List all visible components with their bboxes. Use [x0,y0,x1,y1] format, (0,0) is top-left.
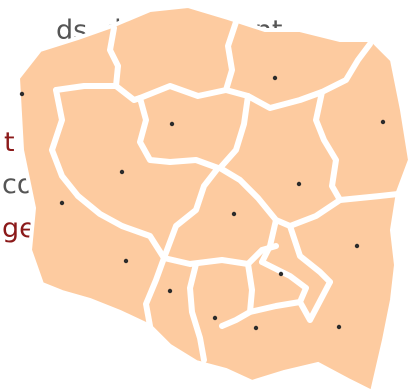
voivodeship-borders [49,19,401,363]
country-outline [15,3,411,392]
capital-marker [231,211,237,217]
capital-marker [380,119,386,125]
capital-marker [272,75,278,81]
capital-marker [212,315,218,321]
capital-marker [253,325,259,331]
capital-marker [354,243,360,249]
capital-marker [169,121,175,127]
capital-markers [19,75,386,331]
capital-marker [59,200,65,206]
capital-marker [19,91,25,97]
capital-marker [119,169,125,175]
capital-marker [123,258,129,264]
capital-marker [278,271,284,277]
capital-marker [296,181,302,187]
capital-marker [167,288,173,294]
capital-marker [336,324,342,330]
